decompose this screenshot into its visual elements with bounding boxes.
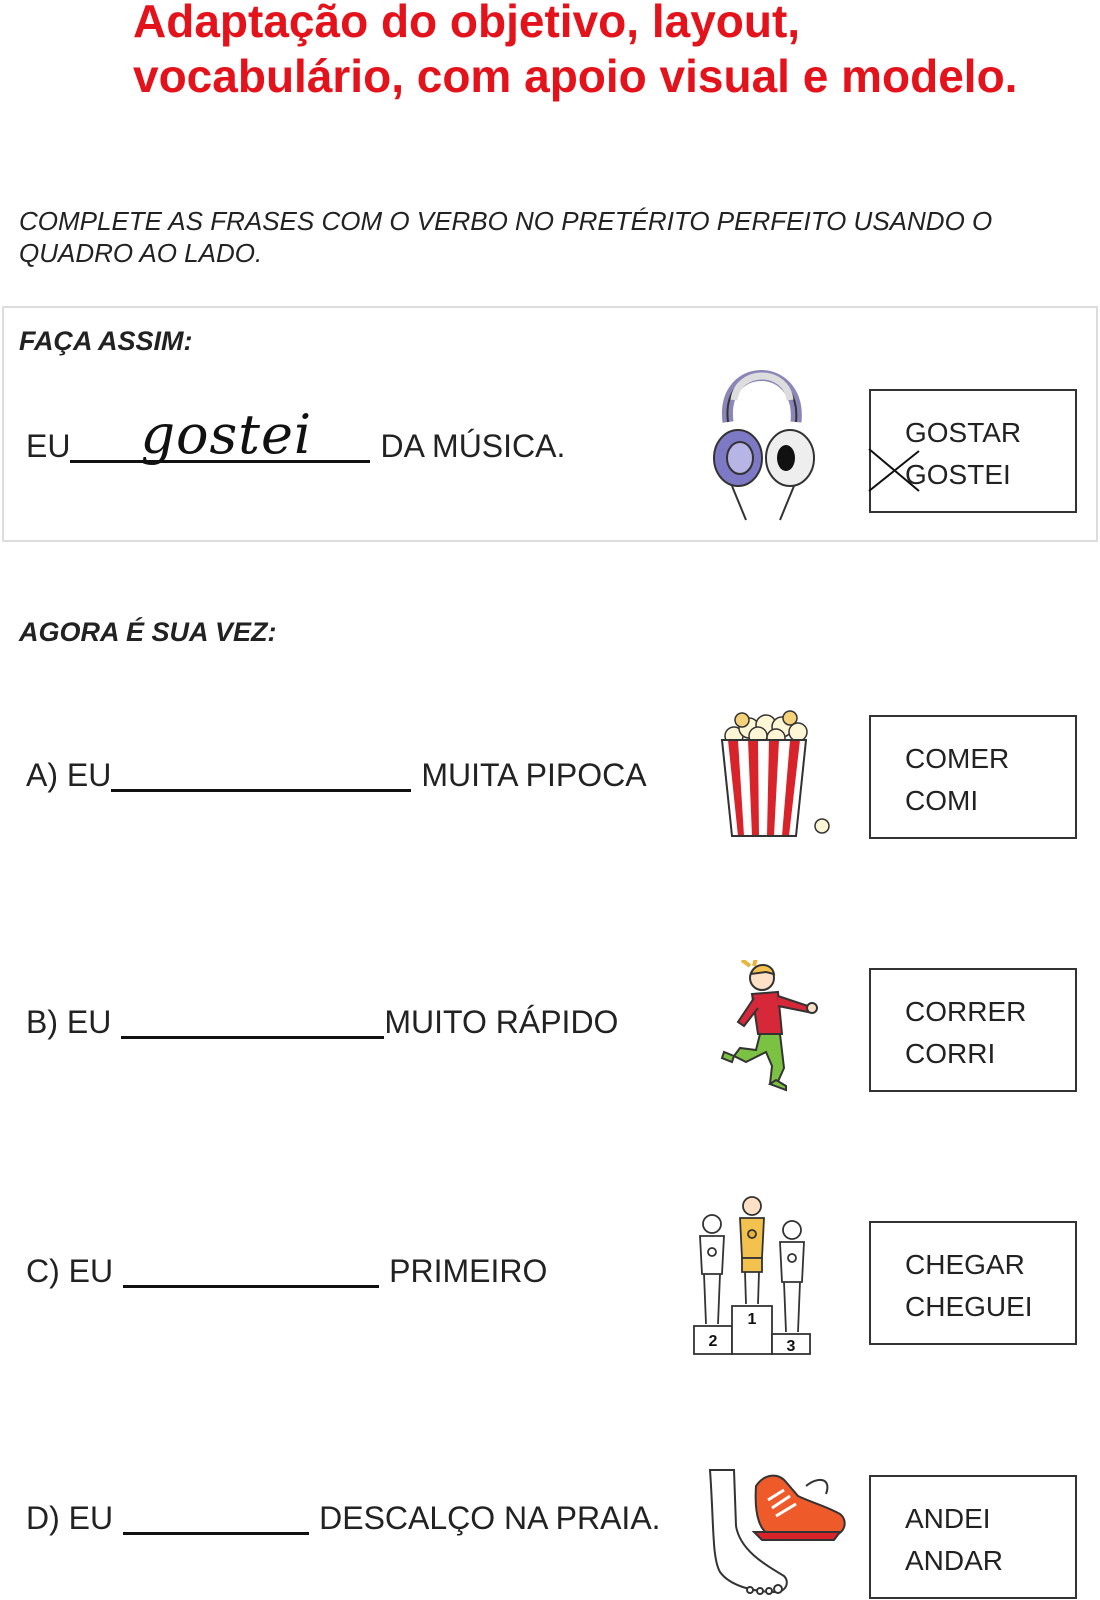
sentence-c-prefix: C) EU [26,1253,114,1289]
podium-place-1: 1 [748,1311,757,1328]
answer-blank-b[interactable] [121,1009,385,1039]
headphones-icon [713,370,815,521]
running-girl-icon [720,960,818,1092]
podium-place-2: 2 [709,1333,718,1350]
word-box-a: COMER COMI [869,715,1077,839]
practice-heading: AGORA É SUA VEZ: [19,617,277,647]
popcorn-icon [720,710,830,837]
word-d-2: ANDAR [905,1545,1004,1576]
word-infinitive: GOSTAR [905,417,1022,448]
answer-blank-c[interactable] [123,1258,380,1288]
sentence-b-suffix: MUITO RÁPIDO [384,1004,619,1040]
sentence-b-prefix: B) EU [26,1004,112,1040]
example-heading: FAÇA ASSIM: [19,326,193,356]
sentence-b: B) EU MUITO RÁPIDO [26,1004,618,1041]
word-box-example: GOSTAR GOSTEI [868,389,1077,513]
word-box-b: CORRER CORRI [869,968,1077,1092]
word-a-1: COMER [905,743,1010,774]
example-sentence: EU gostei DA MÚSICA. [26,403,566,466]
podium-labels: 2 1 3 [709,1311,796,1355]
sentence-a-prefix: A) EU [26,757,112,793]
page-title: Adaptação do objetivo, layout, vocabulár… [133,0,1018,102]
word-past: GOSTEI [905,459,1011,490]
example-suffix: DA MÚSICA. [380,428,566,464]
example-answer: gostei [140,403,313,466]
podium-icon [693,1196,811,1355]
sentence-d-prefix: D) EU [26,1500,114,1536]
sentence-a: A) EU MUITA PIPOCA [26,757,647,794]
word-c-2: CHEGUEI [905,1291,1033,1322]
sentence-d-suffix: DESCALÇO NA PRAIA. [319,1500,661,1536]
sentence-c: C) EU PRIMEIRO [26,1253,547,1290]
instruction-text: COMPLETE AS FRASES COM O VERBO NO PRETÉR… [19,206,993,268]
answer-blank-a[interactable] [111,762,412,792]
word-c-1: CHEGAR [905,1249,1025,1280]
word-b-1: CORRER [905,996,1027,1027]
example-box [2,306,1098,542]
sentence-d: D) EU DESCALÇO NA PRAIA. [26,1500,661,1537]
answer-blank-d[interactable] [123,1505,310,1535]
example-blank: gostei [70,403,371,466]
podium-place-3: 3 [787,1338,796,1355]
foot-and-sneaker-icon [708,1469,846,1595]
sentence-a-suffix: MUITA PIPOCA [421,757,647,793]
word-a-2: COMI [905,785,979,816]
strike-mark [868,448,920,492]
word-box-c: CHEGAR CHEGUEI [869,1221,1077,1345]
word-d-1: ANDEI [905,1503,991,1534]
sentence-c-suffix: PRIMEIRO [389,1253,548,1289]
word-box-d: ANDEI ANDAR [869,1475,1077,1599]
word-b-2: CORRI [905,1038,996,1069]
example-prefix: EU [26,428,71,464]
